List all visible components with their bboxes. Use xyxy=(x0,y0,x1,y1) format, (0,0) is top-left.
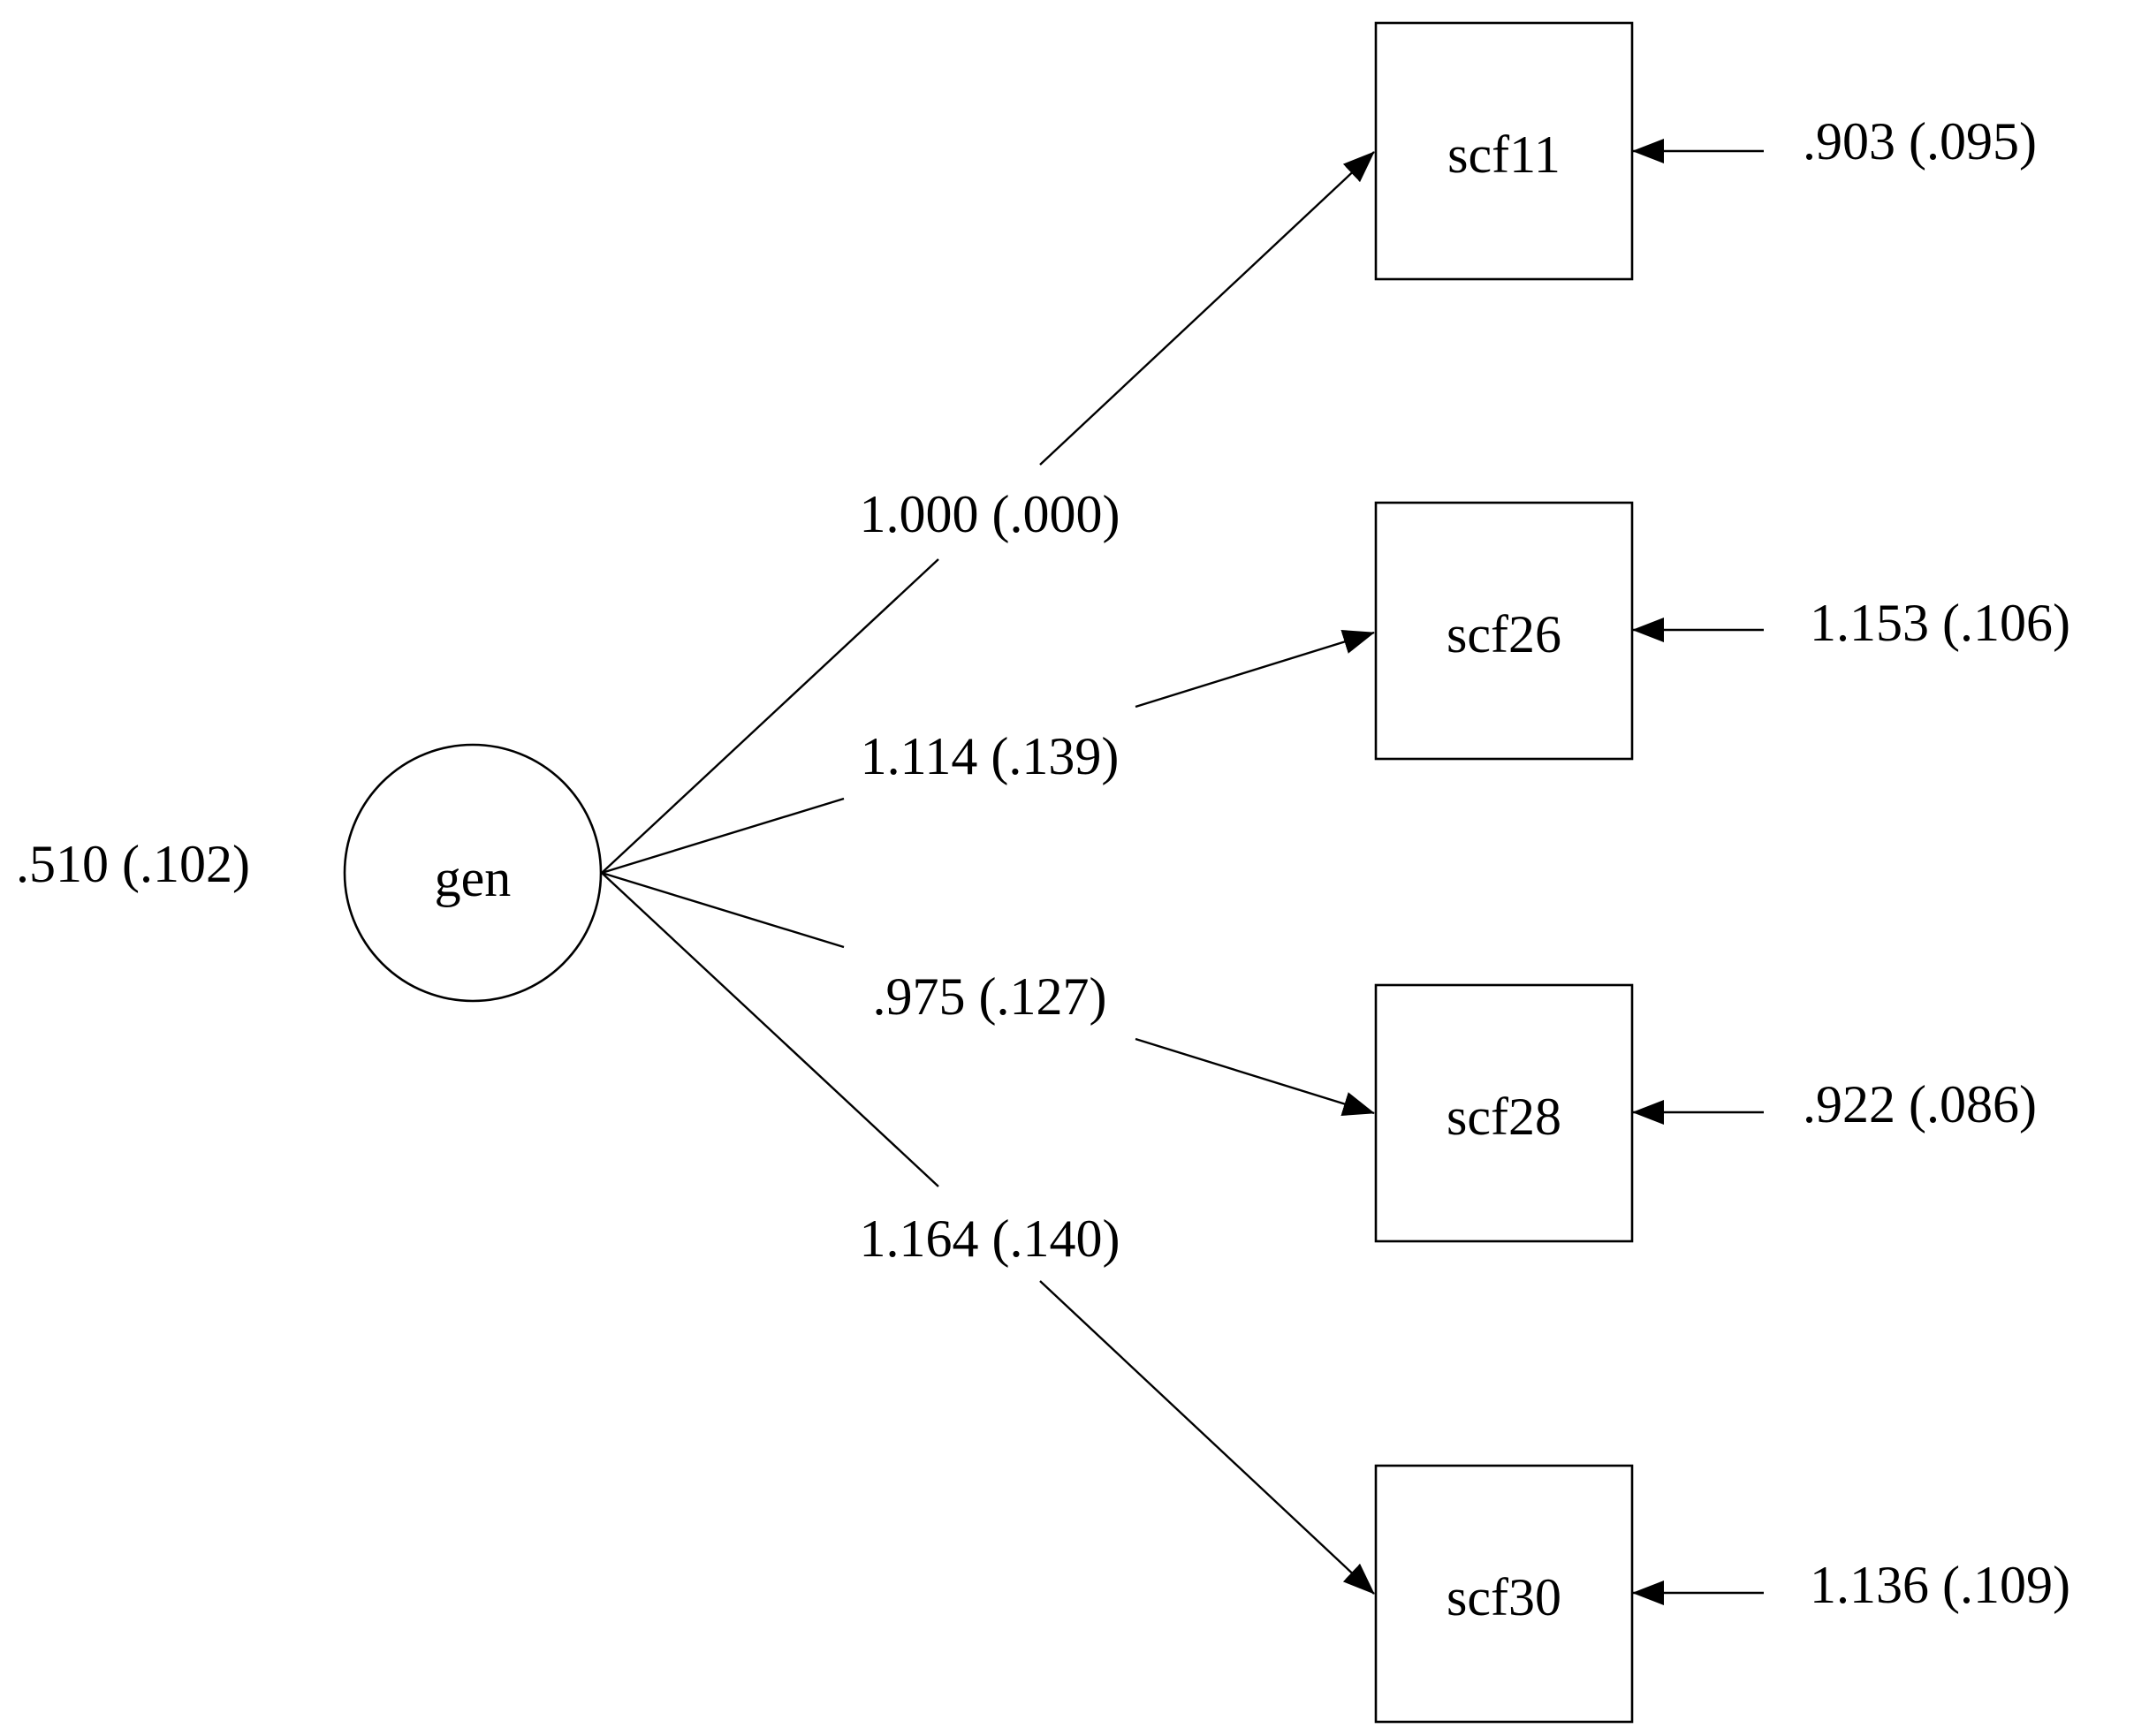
latent-node-gen xyxy=(343,743,603,1003)
indicator-node-scf26 xyxy=(1374,501,1634,761)
loading-path-scf11-upper xyxy=(1039,151,1375,466)
loading-path-scf26-upper xyxy=(1135,630,1375,709)
indicator-node-scf11 xyxy=(1374,21,1634,281)
loading-path-scf28-lower xyxy=(601,871,845,949)
loading-path-scf30-upper xyxy=(1039,1280,1375,1595)
loading-path-scf11-lower xyxy=(601,558,939,874)
loading-label-scf30: 1.164 (.140) xyxy=(860,1209,1120,1268)
latent-variance: .510 (.102) xyxy=(16,835,250,893)
loading-path-scf28-upper xyxy=(1135,1037,1375,1116)
residual-label-scf11: .903 (.095) xyxy=(1803,112,2037,171)
indicator-node-scf30 xyxy=(1374,1464,1634,1724)
loading-label-scf26: 1.114 (.139) xyxy=(861,727,1120,785)
indicator-label-scf11: scf11 xyxy=(1447,125,1561,184)
loading-label-scf11: 1.000 (.000) xyxy=(860,485,1120,543)
indicator-label-scf28: scf28 xyxy=(1447,1088,1561,1146)
indicator-label-scf30: scf30 xyxy=(1447,1568,1561,1626)
indicator-label-scf26: scf26 xyxy=(1447,605,1561,663)
residual-label-scf30: 1.136 (.109) xyxy=(1810,1556,2070,1614)
residual-label-scf28: .922 (.086) xyxy=(1803,1075,2037,1133)
loading-label-scf28: .975 (.127) xyxy=(873,967,1107,1026)
loading-path-scf26-lower xyxy=(601,797,845,875)
indicator-node-scf28 xyxy=(1374,983,1634,1243)
loading-path-scf30-lower xyxy=(601,872,939,1187)
latent-label: gen xyxy=(435,849,512,907)
residual-label-scf26: 1.153 (.106) xyxy=(1810,594,2070,652)
